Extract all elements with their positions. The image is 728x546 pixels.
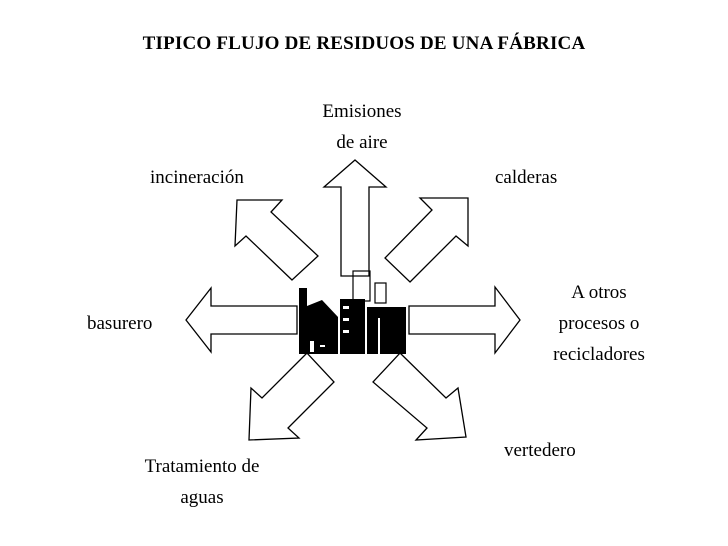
arrow-down-right-dump xyxy=(372,352,467,441)
label-water-treatment-line-1: Tratamiento de xyxy=(144,456,260,477)
label-incineration: incineración xyxy=(150,167,244,188)
label-water-treatment-line-2: aguas xyxy=(180,487,224,508)
label-other-processes: A otros procesos o recicladores xyxy=(528,277,670,370)
label-other-processes-line-3: recicladores xyxy=(553,344,645,365)
label-landfill: basurero xyxy=(87,313,153,334)
arrow-down-left-water-treatment xyxy=(248,352,335,441)
label-boilers: calderas xyxy=(495,167,558,188)
factory-icon xyxy=(298,270,406,354)
arrow-up-right-boilers xyxy=(384,197,469,283)
arrow-up-air-emissions xyxy=(322,159,388,277)
label-air-emissions-line-2: de aire xyxy=(336,132,388,153)
label-water-treatment: Tratamiento de aguas xyxy=(112,451,292,513)
arrow-left-landfill xyxy=(185,286,298,354)
label-other-processes-line-1: A otros xyxy=(571,282,627,303)
arrow-up-left-incineration xyxy=(234,199,319,281)
diagram-title: TIPICO FLUJO DE RESIDUOS DE UNA FÁBRICA xyxy=(142,33,586,54)
label-air-emissions-line-1: Emisiones xyxy=(322,101,402,122)
label-air-emissions: Emisiones de aire xyxy=(291,96,433,158)
arrow-right-other-processes xyxy=(408,285,521,355)
label-other-processes-line-2: procesos o xyxy=(558,313,640,334)
label-dump: vertedero xyxy=(504,440,576,461)
